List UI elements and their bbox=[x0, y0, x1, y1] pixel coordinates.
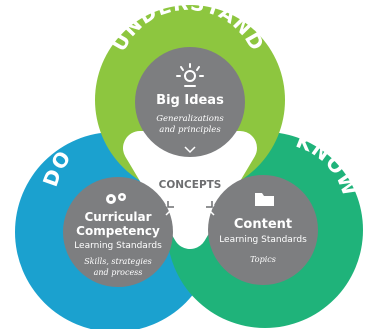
curricular-line2: and process bbox=[94, 268, 143, 277]
big-ideas-line2: and principles bbox=[159, 125, 221, 135]
lightbulb-burst-icon bbox=[176, 63, 204, 87]
gears-icon bbox=[106, 193, 126, 204]
content-line1: Topics bbox=[250, 255, 276, 264]
curricular-title-2: Competency bbox=[76, 224, 160, 238]
big-ideas-line1: Generalizations bbox=[156, 114, 224, 124]
big-ideas-disc bbox=[135, 47, 245, 157]
curricular-line1: Skills, strategies bbox=[84, 257, 152, 266]
curricular-title-1: Curricular bbox=[84, 210, 151, 224]
chevron-down-right-icon bbox=[206, 201, 213, 208]
content-subtitle: Learning Standards bbox=[219, 235, 307, 245]
folder-icon bbox=[255, 193, 274, 206]
content-title: Content bbox=[234, 217, 292, 232]
big-ideas-title: Big Ideas bbox=[156, 93, 224, 108]
curricular-disc bbox=[63, 177, 173, 287]
content-disc bbox=[208, 175, 318, 285]
chevron-down-left-icon bbox=[167, 201, 174, 208]
curricular-subtitle: Learning Standards bbox=[74, 241, 162, 251]
concepts-label: CONCEPTS bbox=[159, 179, 222, 191]
chevron-down-icon bbox=[184, 146, 196, 154]
